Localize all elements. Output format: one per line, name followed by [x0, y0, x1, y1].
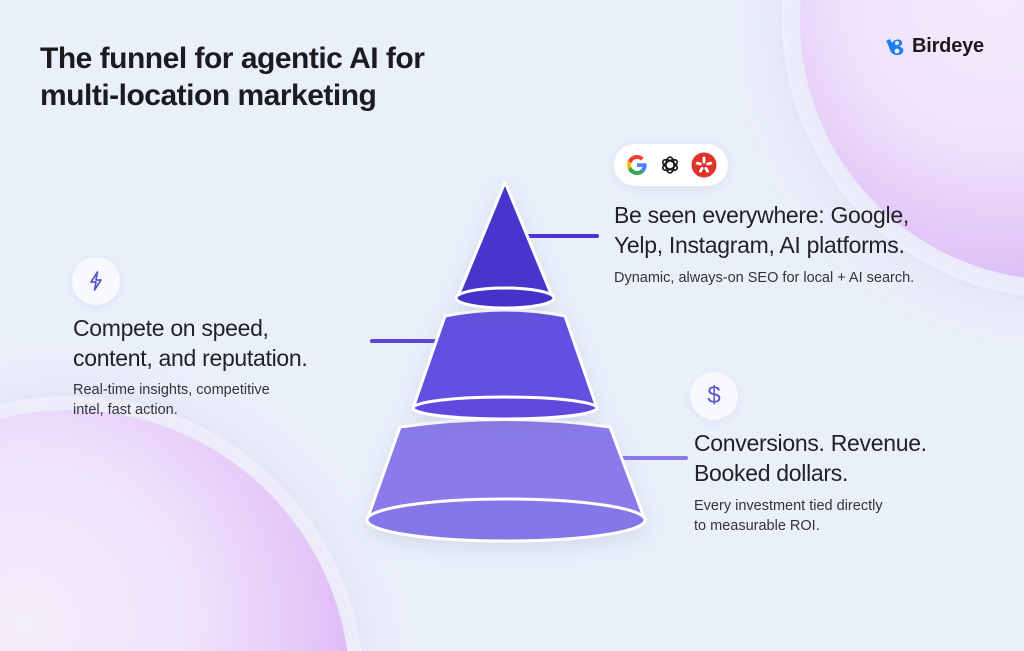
stage-top-heading-line-2: Yelp, Instagram, AI platforms.: [614, 232, 905, 258]
lightning-bolt-icon: [90, 271, 102, 291]
stage-middle-heading-line-1: Compete on speed,: [73, 315, 269, 341]
page-title: The funnel for agentic AI for multi-loca…: [40, 40, 425, 114]
funnel-middle-stage: [411, 308, 599, 421]
stage-middle-description-line-2: intel, fast action.: [73, 402, 178, 418]
stage-bottom-text: Conversions. Revenue. Booked dollars. Ev…: [694, 428, 927, 536]
stage-middle-description-line-1: Real-time insights, competitive: [73, 382, 270, 398]
brand-name: Birdeye: [912, 35, 984, 57]
funnel-top-stage: [454, 180, 556, 310]
stage-bottom-heading-line-1: Conversions. Revenue.: [694, 430, 927, 456]
platform-icons-pill: [614, 144, 728, 186]
stage-top-heading: Be seen everywhere: Google, Yelp, Instag…: [614, 200, 914, 260]
stage-middle-heading-line-2: content, and reputation.: [73, 345, 308, 371]
yelp-icon: [691, 152, 717, 178]
openai-icon: [661, 156, 678, 174]
birdeye-bird-icon: [886, 38, 904, 55]
google-icon: [626, 155, 647, 175]
stage-bottom-heading: Conversions. Revenue. Booked dollars.: [694, 428, 927, 488]
title-line-2: multi-location marketing: [40, 79, 377, 112]
stage-middle-text: Compete on speed, content, and reputatio…: [73, 313, 308, 420]
brand-logo: Birdeye: [884, 35, 984, 58]
stage-middle-description: Real-time insights, competitive intel, f…: [73, 380, 307, 420]
title-line-1: The funnel for agentic AI for: [40, 42, 425, 75]
stage-top-heading-line-1: Be seen everywhere: Google,: [614, 202, 909, 228]
stage-top-text: Be seen everywhere: Google, Yelp, Instag…: [614, 200, 914, 288]
stage-bottom-heading-line-2: Booked dollars.: [694, 460, 849, 486]
stage-top-description-line-1: Dynamic, always-on SEO for local + AI se…: [614, 270, 915, 286]
stage-bottom-description-line-1: Every investment tied directly: [694, 498, 883, 514]
dollar-sign-icon: $: [707, 382, 721, 409]
stage-middle-heading: Compete on speed, content, and reputatio…: [73, 313, 308, 373]
stage-top-description: Dynamic, always-on SEO for local + AI se…: [614, 268, 914, 288]
connector-lines: [370, 234, 688, 460]
stage-bottom-description: Every investment tied directly to measur…: [694, 496, 927, 536]
stage-bottom-description-line-2: to measurable ROI.: [694, 518, 820, 534]
dollar-icon-badge: $: [690, 372, 738, 420]
funnel-bottom-stage: [365, 418, 647, 543]
lightning-icon-badge: [72, 257, 120, 305]
